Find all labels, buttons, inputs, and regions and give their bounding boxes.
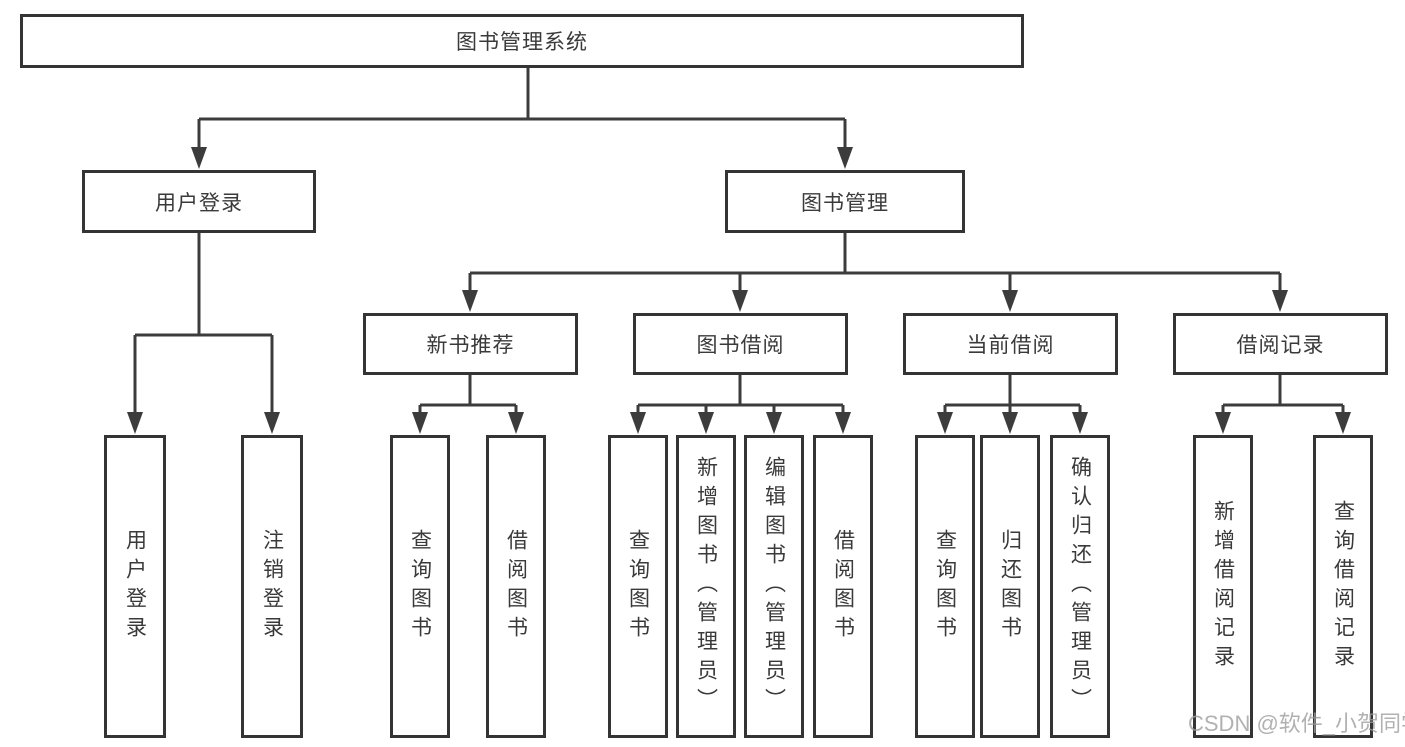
leaf-recommend-borrow-books: 借阅图书 [486,435,546,738]
leaf-borrowing-query-books-label: 查询图书 [626,528,650,645]
leaf-return-books: 归还图书 [980,435,1040,738]
node-current-borrowing: 当前借阅 [903,313,1118,375]
node-book-management-label: 图书管理 [801,191,889,215]
node-user-login: 用户登录 [82,170,316,233]
leaf-edit-book-admin: 编辑图书（管理员） [744,435,804,738]
node-new-book-recommend-label: 新书推荐 [426,334,515,357]
leaf-recommend-query-books-label: 查询图书 [408,528,432,645]
leaf-confirm-return-admin: 确认归还（管理员） [1050,435,1110,738]
leaf-return-books-label: 归还图书 [998,528,1022,645]
watermark: CSDN @软件_小贺同学 [1188,711,1405,736]
leaf-add-book-admin: 新增图书（管理员） [676,435,736,738]
leaf-edit-book-admin-label: 编辑图书（管理员） [762,456,786,717]
node-book-borrowing-label: 图书借阅 [696,334,785,357]
node-new-book-recommend: 新书推荐 [363,313,578,375]
node-user-login-label: 用户登录 [155,191,243,215]
node-borrowing-records: 借阅记录 [1173,313,1388,375]
leaf-user-login-label: 用户登录 [123,528,147,645]
leaf-borrowing-borrow-books-label: 借阅图书 [831,528,855,645]
leaf-add-book-admin-label: 新增图书（管理员） [694,456,718,717]
leaf-query-borrow-record-label: 查询借阅记录 [1331,499,1355,674]
node-library-system-label: 图书管理系统 [456,31,588,54]
leaf-current-query-books-label: 查询图书 [933,528,957,645]
leaf-logout-label: 注销登录 [260,528,284,645]
leaf-current-query-books: 查询图书 [915,435,975,738]
leaf-add-borrow-record-label: 新增借阅记录 [1211,499,1235,674]
node-book-management: 图书管理 [725,170,965,233]
leaf-borrowing-query-books: 查询图书 [608,435,668,738]
leaf-add-borrow-record: 新增借阅记录 [1193,435,1253,738]
leaf-user-login: 用户登录 [104,435,166,738]
leaf-confirm-return-admin-label: 确认归还（管理员） [1068,456,1092,717]
node-library-system: 图书管理系统 [20,14,1024,68]
leaf-query-borrow-record: 查询借阅记录 [1313,435,1373,738]
node-borrowing-records-label: 借阅记录 [1236,334,1325,357]
node-book-borrowing: 图书借阅 [633,313,848,375]
leaf-borrowing-borrow-books: 借阅图书 [813,435,873,738]
leaf-recommend-borrow-books-label: 借阅图书 [504,528,528,645]
leaf-logout: 注销登录 [241,435,303,738]
node-current-borrowing-label: 当前借阅 [966,334,1055,357]
leaf-recommend-query-books: 查询图书 [390,435,450,738]
